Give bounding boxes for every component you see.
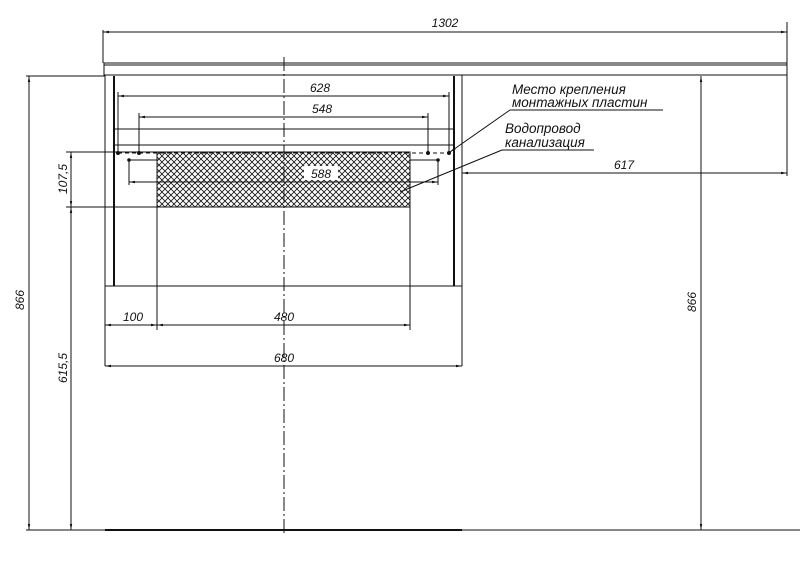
note-mounting-line2: монтажных пластин: [512, 95, 648, 110]
dim-label-866-left: 866: [13, 290, 27, 310]
note-mounting-line1: Место крепления: [512, 82, 626, 97]
dim-height-right: 866: [685, 76, 703, 530]
dim-label-548: 548: [312, 102, 332, 116]
dim-label-866-right: 866: [685, 292, 699, 312]
dim-label-100: 100: [123, 310, 143, 324]
dim-mount-plates: 628 548: [116, 81, 451, 155]
dim-label-680: 680: [274, 351, 294, 365]
countertop: [103, 62, 788, 76]
dim-label-480: 480: [274, 310, 294, 324]
note-mounting-plates: Место крепления монтажных пластин: [449, 82, 663, 153]
dim-label-107-5: 107,5: [56, 164, 70, 194]
dim-label-1302: 1302: [432, 16, 459, 30]
note-pipes-line2: канализация: [505, 135, 585, 150]
note-pipes-line1: Водопровод: [505, 121, 581, 136]
dim-bottom-widths: 100 480 680: [105, 310, 462, 368]
dim-label-617: 617: [614, 158, 635, 172]
dim-pipe-zone-width: 588: [127, 158, 440, 185]
dim-total-width: 1302: [102, 16, 788, 176]
dim-label-628: 628: [310, 81, 330, 95]
dim-right-offset: 617: [462, 158, 787, 175]
dim-height-left: 866: [13, 75, 105, 530]
dim-label-588: 588: [311, 167, 331, 181]
dim-pipe-zone-heights: 107,5 615,5: [56, 151, 157, 530]
note-pipes: Водопровод канализация: [399, 121, 594, 193]
dim-label-615-5: 615,5: [56, 353, 70, 383]
